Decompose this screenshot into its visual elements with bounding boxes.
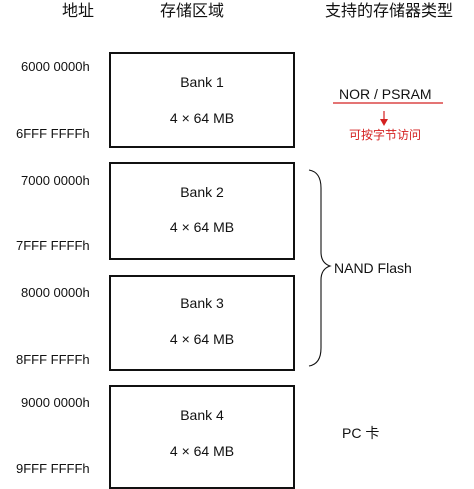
header-memory-type: 支持的存储器类型: [325, 1, 454, 20]
bank3-size: 4 × 64 MB: [169, 331, 235, 347]
type-nand-flash: NAND Flash: [334, 260, 412, 276]
bank3-end-address: 8FFF FFFFh: [16, 352, 90, 367]
bank2-size: 4 × 64 MB: [169, 219, 235, 235]
bank3-name: Bank 3: [180, 295, 224, 311]
bank4-name: Bank 4: [180, 407, 224, 423]
bank2-end-address: 7FFF FFFFh: [16, 238, 90, 253]
bank4-size: 4 × 64 MB: [169, 443, 235, 459]
nor-byte-access-note: 可按字节访问: [349, 128, 422, 142]
type-nor-psram: NOR / PSRAM: [339, 86, 432, 102]
bank3-start-address: 8000 0000h: [21, 285, 90, 300]
nor-arrow-head: [380, 119, 388, 126]
bank4-end-address: 9FFF FFFFh: [16, 461, 90, 476]
bank3-box: Bank 3 4 × 64 MB: [109, 275, 295, 371]
connector-lines: [308, 102, 443, 367]
bank1-start-address: 6000 0000h: [21, 59, 90, 74]
bank4-start-address: 9000 0000h: [21, 395, 90, 410]
bank1-name: Bank 1: [180, 74, 224, 90]
bank2-start-address: 7000 0000h: [21, 173, 90, 188]
bank1-end-address: 6FFF FFFFh: [16, 126, 90, 141]
bank2-name: Bank 2: [180, 184, 224, 200]
type-pc-card: PC 卡: [342, 425, 380, 441]
bank2-box: Bank 2 4 × 64 MB: [109, 162, 295, 260]
header-region: 存储区域: [160, 1, 225, 20]
nand-brace: [308, 169, 332, 367]
bank1-size: 4 × 64 MB: [169, 110, 235, 126]
header-address: 地址: [62, 1, 95, 20]
bank1-box: Bank 1 4 × 64 MB: [109, 52, 295, 148]
